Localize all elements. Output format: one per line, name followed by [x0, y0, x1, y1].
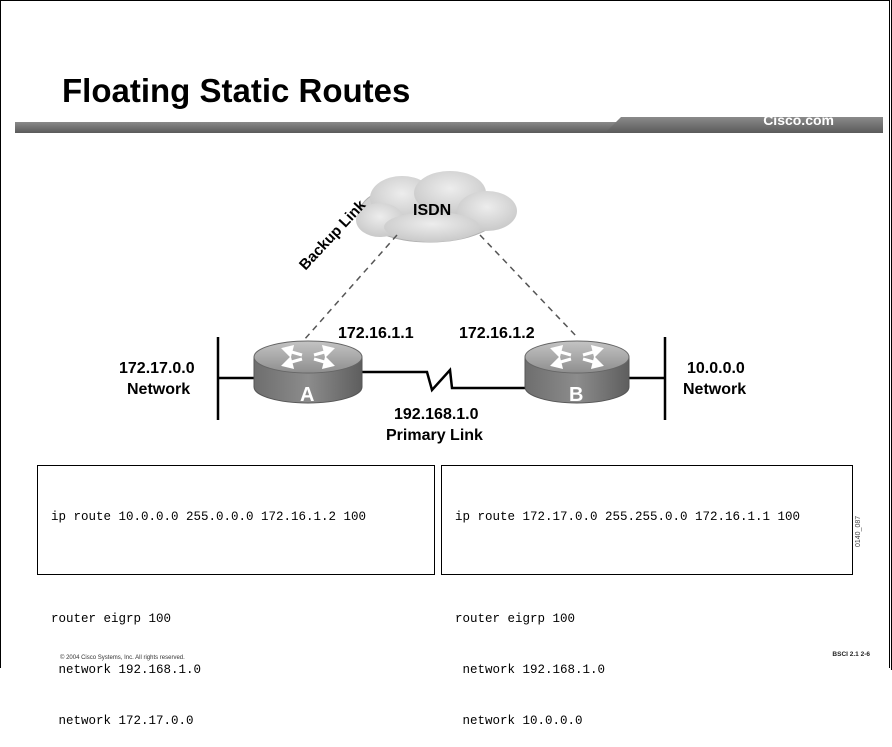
header-bar — [15, 117, 883, 133]
backup-link-line-a — [303, 234, 398, 341]
left-network-address: 172.17.0.0 — [119, 360, 195, 377]
router-b-ip: 172.16.1.2 — [459, 325, 535, 342]
left-network-label: Network — [127, 381, 191, 398]
config-line: ip route 172.17.0.0 255.255.0.0 172.16.1… — [455, 510, 801, 524]
footer-copyright: © 2004 Cisco Systems, Inc. All rights re… — [60, 655, 185, 661]
router-b-config: ip route 172.17.0.0 255.255.0.0 172.16.1… — [441, 465, 853, 728]
primary-link-label: Primary Link — [386, 427, 483, 444]
right-network-label: Network — [683, 381, 747, 398]
config-line: network 10.0.0.0 — [455, 714, 583, 728]
router-a-config: ip route 10.0.0.0 255.0.0.0 172.16.1.2 1… — [37, 465, 435, 728]
router-a-ip: 172.16.1.1 — [338, 325, 414, 342]
config-line: router eigrp 100 — [51, 612, 172, 626]
figure-id: 0140_087 — [855, 515, 862, 547]
footer-code: BSCI 2.1 2-6 — [832, 651, 870, 658]
config-line: network 172.17.0.0 — [51, 714, 194, 728]
config-blank-line — [51, 560, 434, 577]
config-line: router eigrp 100 — [455, 612, 576, 626]
router-a-icon — [253, 340, 363, 404]
slide-title: Floating Static Routes — [62, 72, 411, 109]
config-blank-line — [455, 560, 852, 577]
topology-graphic — [216, 171, 667, 420]
slide-frame — [0, 0, 890, 668]
config-line: network 192.168.1.0 — [455, 663, 606, 677]
router-b-icon — [524, 340, 630, 404]
router-a-label: A — [300, 384, 315, 406]
backup-link-line-b — [479, 234, 578, 338]
primary-link-line — [362, 367, 525, 393]
brand-label: Cisco.com — [763, 112, 834, 128]
config-line: network 192.168.1.0 — [51, 663, 202, 677]
isdn-label: ISDN — [413, 202, 452, 219]
network-diagram: ISDN Backup Link 172.16.1.1 172.16.1.2 A… — [32, 165, 870, 460]
config-line: ip route 10.0.0.0 255.0.0.0 172.16.1.2 1… — [51, 510, 367, 524]
right-network-address: 10.0.0.0 — [687, 360, 745, 377]
router-b-label: B — [569, 384, 584, 406]
primary-link-address: 192.168.1.0 — [394, 406, 479, 423]
isdn-cloud — [356, 171, 517, 243]
